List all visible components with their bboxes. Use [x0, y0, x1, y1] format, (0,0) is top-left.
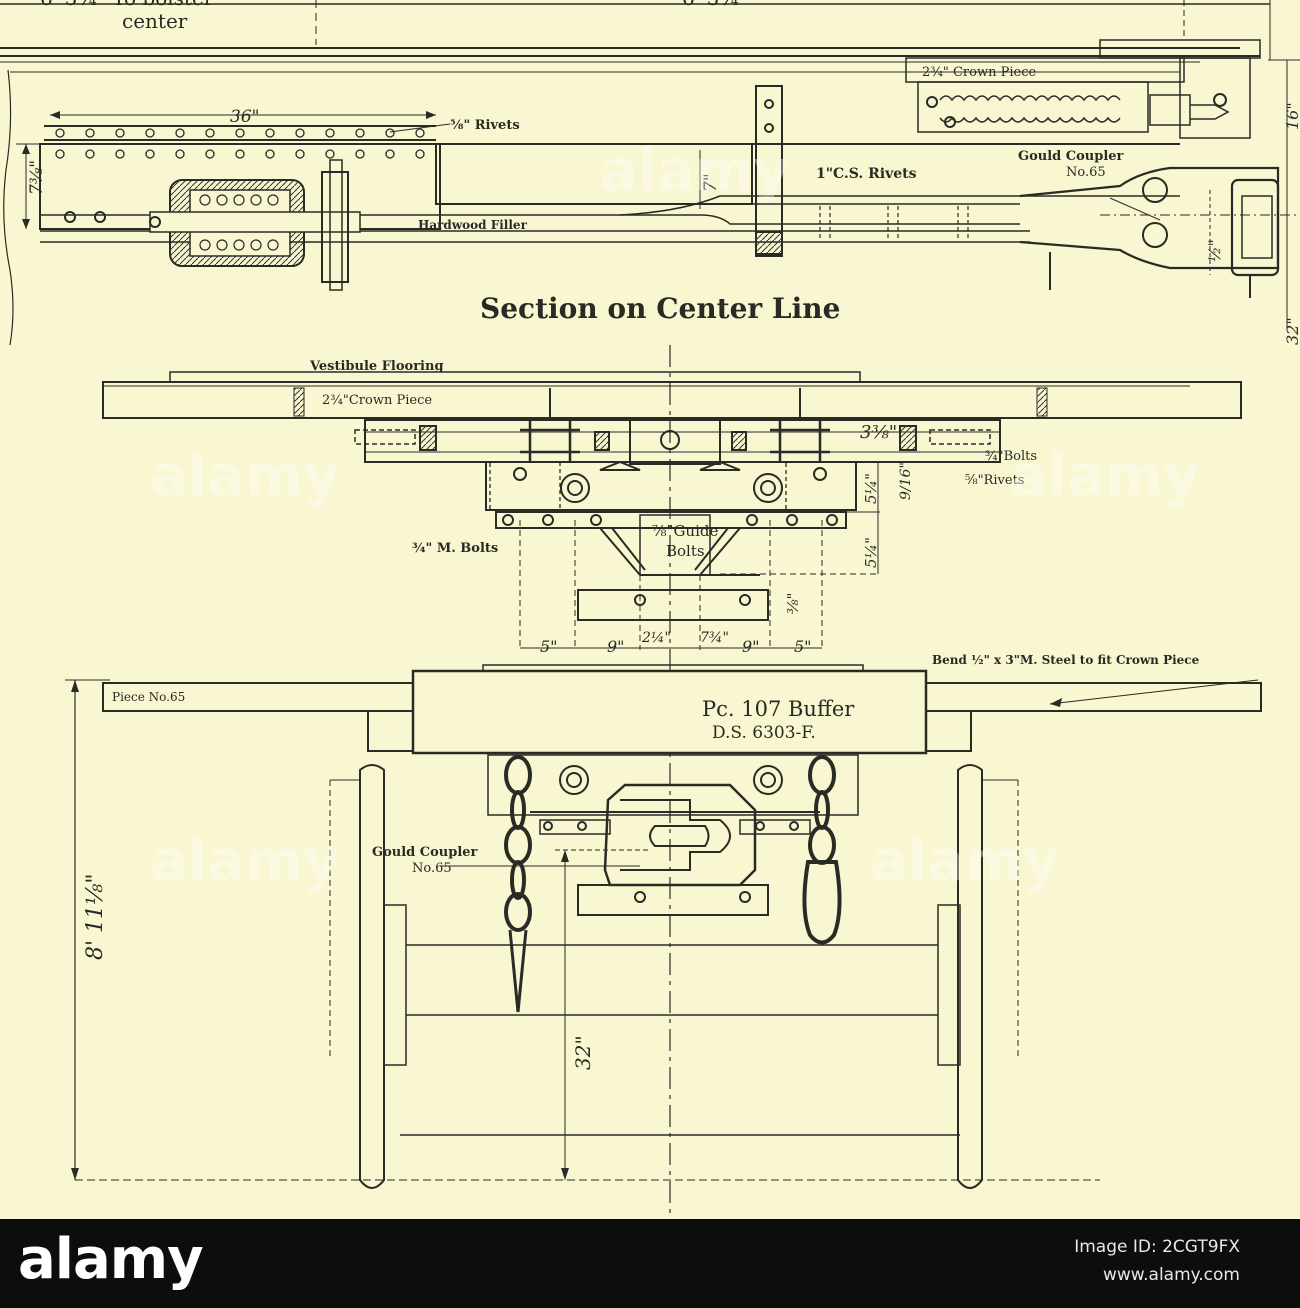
watermark-text: alamy — [1010, 444, 1200, 509]
to-bolster-label: 6' 5¾" To bolster — [40, 0, 214, 10]
dim-5-1-4a-label: 5¼" — [862, 473, 880, 504]
engineering-drawing: 6' 5¾" To bolster center 6' 5¾" 36" ⅝" R… — [0, 0, 1300, 1219]
rivets-mid-label: ⅝"Rivets — [965, 473, 1024, 488]
crown-piece-mid-label: 2¾"Crown Piece — [322, 393, 432, 408]
m-bolts-label: ¾" M. Bolts — [412, 541, 498, 556]
dim-half-label: ½" — [1205, 239, 1224, 262]
no-65-bottom-label: No.65 — [412, 861, 452, 876]
dim-row-item: 7¾" — [700, 630, 729, 646]
watermark-text: alamy — [150, 444, 340, 509]
gould-coupler-top-label: Gould Coupler — [1018, 149, 1124, 164]
dim-3-8-label: ⅜" — [784, 593, 802, 614]
dim-32-side-label: 32" — [1283, 317, 1300, 345]
bend-note-label: Bend ½" x 3"M. Steel to fit Crown Piece — [932, 653, 1200, 667]
dim-16-label: 16" — [1283, 102, 1300, 130]
center-label: center — [122, 9, 188, 33]
drawing-labels: 6' 5¾" To bolster center 6' 5¾" 36" ⅝" R… — [27, 0, 1300, 1070]
hardwood-filler-label: Hardwood Filler — [418, 218, 528, 232]
footer-brand-logo: alamy — [18, 1227, 204, 1292]
guide-bolts-label-1: ⅞"Guide — [652, 522, 718, 540]
watermark-text: alamy — [870, 829, 1060, 894]
crown-piece-top-label: 2¾" Crown Piece — [922, 65, 1036, 80]
watermark-text: alamy — [600, 139, 790, 204]
stock-footer-bar: alamy Image ID: 2CGT9FX www.alamy.com — [0, 1219, 1300, 1308]
dim-row-item: 5" — [794, 637, 812, 656]
dim-36-label: 36" — [230, 107, 259, 127]
gould-coupler-bottom-label: Gould Coupler — [372, 845, 478, 860]
dim-row-item: 9" — [742, 637, 760, 656]
section-title: Section on Center Line — [480, 292, 840, 325]
guide-bolts-label-2: Bolts — [666, 542, 705, 560]
footer-url-text: www.alamy.com — [1102, 1265, 1240, 1285]
watermark-text: alamy — [150, 829, 340, 894]
dim-7-label: 7" — [701, 173, 721, 192]
dim-5-1-4b-label: 5¼" — [862, 537, 880, 568]
rivets-label: ⅝" Rivets — [450, 118, 520, 133]
top-dim-label: 6' 5¾" — [682, 0, 748, 10]
dim-32-bottom-label: 32" — [571, 1035, 595, 1070]
image-id-text: Image ID: 2CGT9FX — [1074, 1237, 1240, 1257]
vestibule-flooring-label: Vestibule Flooring — [309, 359, 444, 374]
buffer-label-2: D.S. 6303-F. — [712, 723, 816, 743]
watermark: alamy alamy alamy alamy alamy — [150, 139, 1200, 894]
bolts-3-4-label: ¾"Bolts — [985, 449, 1037, 464]
no-65-top-label: No.65 — [1066, 165, 1106, 180]
dim-8-11-label: 8' 11⅛" — [83, 874, 108, 960]
dim-row-item: 2¼" — [641, 630, 671, 646]
dim-row-item: 9" — [607, 637, 625, 656]
cs-rivets-label: 1"C.S. Rivets — [816, 166, 917, 182]
top-section-view — [0, 0, 1300, 346]
dim-row-item: 5" — [540, 637, 558, 656]
buffer-label-1: Pc. 107 Buffer — [702, 697, 855, 721]
dimension-row: 5" 9" 2¼" 7¾" 9" 5" — [540, 630, 812, 656]
end-elevation-view — [65, 664, 1262, 1189]
dim-9-16-label: 9/16" — [898, 462, 914, 500]
front-section-view — [102, 345, 1242, 1219]
piece-no-label: Piece No.65 — [112, 690, 185, 704]
dim-7-3-8-label: 7⅜" — [27, 160, 47, 195]
dim-3-3-8-label: 3⅜" — [860, 422, 897, 443]
footer-image-info: Image ID: 2CGT9FX www.alamy.com — [1074, 1233, 1240, 1289]
